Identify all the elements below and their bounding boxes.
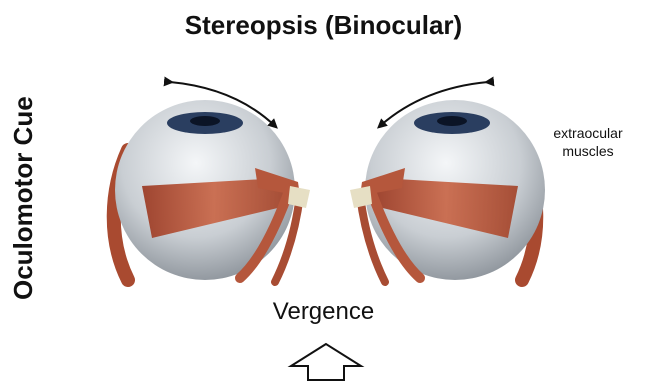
up-arrow-icon [291, 344, 361, 380]
right-eye [350, 100, 545, 282]
right-pupil [437, 116, 467, 126]
left-tendon [288, 186, 310, 208]
left-pupil [190, 116, 220, 126]
left-eye [114, 100, 310, 282]
right-tendon [350, 186, 372, 208]
